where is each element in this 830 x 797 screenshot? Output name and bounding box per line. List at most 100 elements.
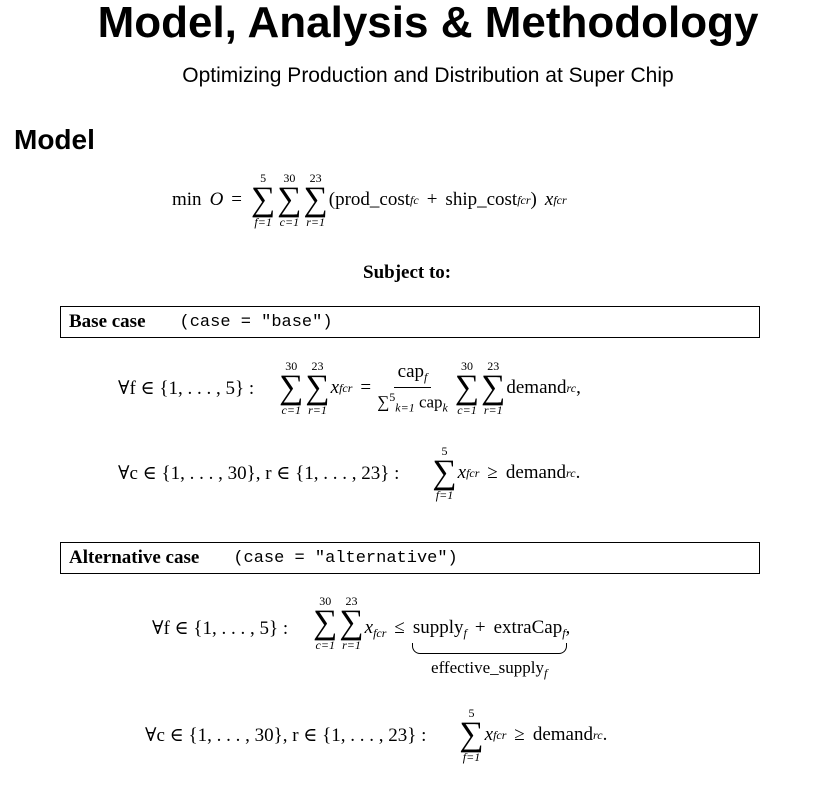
sym-sigma: ∑ (305, 369, 330, 406)
base-c1-s4-low: r=1 (483, 403, 503, 418)
sym-sigma: ∑ (459, 716, 484, 753)
base-c2-demand: demand (505, 462, 566, 484)
objective-rp: ) (530, 189, 537, 211)
base-c1-s4-up: 23 (487, 359, 500, 373)
base-c1-den: ∑ (377, 392, 390, 412)
objective-x-sub: fcr (553, 192, 567, 207)
objective-s3-low: r=1 (306, 215, 326, 230)
sym-sigma: ∑ (303, 181, 328, 218)
objective-s3-up: 23 (309, 171, 322, 185)
alt-c1-rel: ≤ (394, 617, 405, 638)
base-c1-num: cap (397, 360, 425, 382)
base-c1-demand: demand (506, 377, 567, 399)
base-c1-den-cap: cap (418, 392, 443, 412)
base-c1-den-sub: k=1 (395, 400, 415, 415)
sym-sigma: ∑ (313, 604, 338, 641)
objective-lp: ( (328, 189, 336, 211)
alt-c1-x: x (364, 617, 374, 638)
alternative-case-code: (case = "alternative") (233, 548, 458, 568)
base-c1-s1-low: c=1 (281, 403, 301, 418)
base-constraint-2: ∀c ∈ {1, . . . , 30}, r ∈ {1, . . . , 23… (118, 445, 580, 501)
sym-sigma: ∑ (279, 369, 304, 406)
alt-c1-brace-label: effective_supply (431, 658, 545, 677)
alt-c1-s1-up: 30 (319, 594, 332, 608)
base-c1-s1-up: 30 (285, 359, 298, 373)
sym-sigma: ∑ (454, 369, 480, 406)
base-c1-x-sub: fcr (339, 380, 353, 395)
base-c2-x: x (457, 462, 467, 484)
base-c2-demand-sub: rc (566, 465, 576, 480)
alt-c1-supply-sub: f (463, 626, 467, 640)
alt-c2-s1-low: f=1 (462, 750, 481, 765)
alt-c1-s1-low: c=1 (315, 638, 335, 653)
base-c2-s1-up: 5 (441, 444, 448, 458)
sum-c: 30∑c=1 (277, 172, 301, 228)
base-c2-quant: ∀c ∈ {1, . . . , 30}, r ∈ {1, . . . , 23… (118, 462, 400, 484)
base-c1-s2-up: 23 (311, 359, 324, 373)
alt-c1-x-sub: fcr (373, 626, 387, 640)
alternative-case-header: Alternative case (case = "alternative") (60, 542, 760, 574)
alt-c2-quant: ∀c ∈ {1, . . . , 30}, r ∈ {1, . . . , 23… (145, 724, 427, 746)
objective-prod-sub: fc (410, 192, 419, 207)
alt-c1-supply: supply (412, 617, 464, 638)
page-subtitle: Optimizing Production and Distribution a… (182, 64, 674, 87)
base-c2-end: . (575, 462, 581, 484)
alt-c2-s1-up: 5 (468, 706, 475, 720)
base-c2-s1-low: f=1 (435, 488, 454, 503)
base-c1-den-cap-sub: k (442, 400, 448, 415)
base-c2-x-sub: fcr (466, 465, 480, 480)
alt-c1-s2-up: 23 (345, 594, 358, 608)
base-c1-eq: = (360, 377, 372, 399)
base-case-header: Base case (case = "base") (60, 306, 760, 338)
base-c1-den-sup: 5 (389, 389, 396, 404)
objective-ship-sub: fcr (517, 192, 531, 207)
alt-c1-s2-low: r=1 (342, 638, 361, 653)
alt-c1-brace-sub: f (544, 666, 548, 680)
alt-c2-x-sub: fcr (493, 727, 507, 742)
alt-constraint-2: ∀c ∈ {1, . . . , 30}, r ∈ {1, . . . , 23… (145, 707, 607, 763)
objective-s2-up: 30 (283, 171, 296, 185)
sym-sigma: ∑ (432, 454, 457, 491)
sym-sigma: ∑ (277, 181, 302, 218)
alt-c1-extra-sub: f (562, 626, 566, 640)
equals: = (231, 189, 243, 211)
alt-c1-plus: + (474, 617, 486, 638)
alt-c2-demand: demand (532, 724, 593, 746)
decision-var: x (544, 189, 554, 211)
min-operator: min (172, 189, 202, 211)
prod-cost: prod_cost (335, 189, 411, 211)
sym-sigma: ∑ (251, 181, 276, 218)
alt-c1-extra: extraCap (493, 617, 563, 638)
base-case-code: (case = "base") (179, 312, 333, 332)
objective-s1-up: 5 (260, 171, 267, 185)
objective-plus: + (426, 189, 438, 211)
section-heading-model: Model (14, 124, 95, 155)
objective-s2-low: c=1 (279, 215, 300, 230)
objective-var: O (209, 189, 224, 211)
base-c1-s3-up: 30 (461, 359, 473, 373)
base-c1-demand-sub: rc (566, 380, 577, 395)
ship-cost: ship_cost (445, 189, 518, 211)
alt-c1-end: , (565, 617, 571, 638)
alt-c2-rel: ≥ (514, 724, 525, 746)
alt-c1-quant: ∀f ∈ {1, . . . , 5} : (152, 618, 289, 639)
capacity-share-fraction: capf ∑5k=1 capk (377, 361, 448, 416)
alt-constraint-1: ∀f ∈ {1, . . . , 5} : 30∑c=1 23∑r=1 xfcr… (152, 595, 570, 681)
base-c1-end: , (576, 377, 581, 399)
base-case-label: Base case (69, 311, 146, 332)
base-c1-s2-low: r=1 (308, 403, 327, 418)
base-c1-quant: ∀f ∈ {1, . . . , 5} : (118, 377, 255, 399)
sum-f: 5∑f=1 (251, 172, 275, 228)
sum-r: 23∑r=1 (304, 172, 328, 228)
base-c2-rel: ≥ (487, 462, 498, 484)
effective-supply-underbrace: supplyf+extraCapf effective_supplyf (411, 617, 567, 681)
sym-sigma: ∑ (339, 604, 364, 641)
sym-sigma: ∑ (481, 369, 506, 406)
alternative-case-label: Alternative case (69, 547, 200, 568)
objective-s1-low: f=1 (254, 215, 272, 230)
base-c1-num-sub: f (424, 369, 428, 384)
base-c1-s3-low: c=1 (457, 403, 477, 418)
alt-c2-end: . (602, 724, 608, 746)
